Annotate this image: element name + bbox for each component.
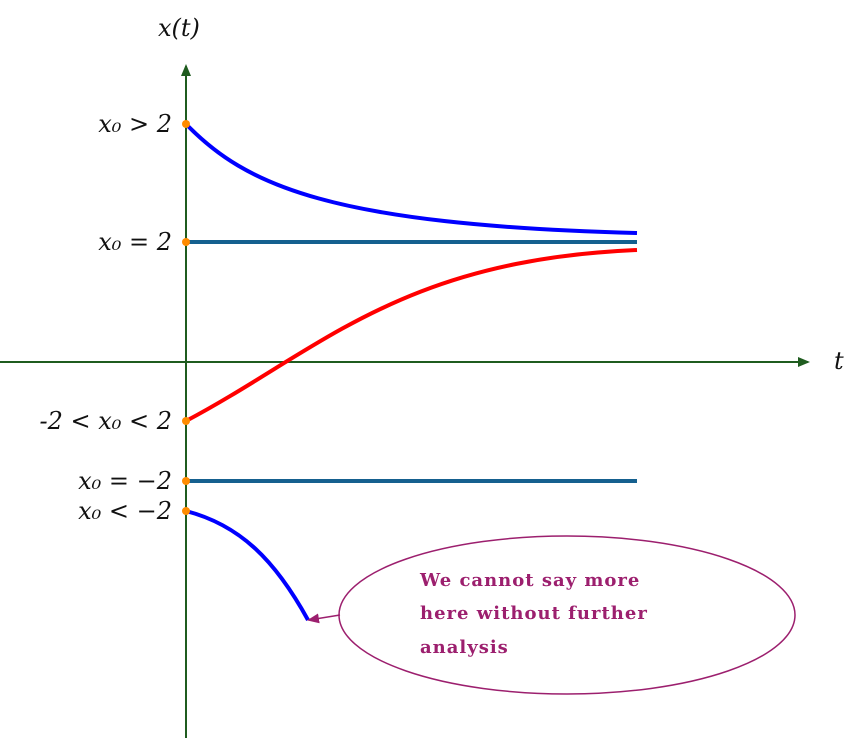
y-axis-label: x(t) [158, 14, 200, 42]
curve-between [185, 248, 638, 423]
ic-label: -2 < x₀ < 2 [39, 407, 172, 435]
annotation-line: analysis [420, 637, 509, 658]
initial-point [182, 507, 190, 515]
ic-label: x₀ > 2 [98, 110, 172, 138]
initial-point [182, 417, 190, 425]
annotation-arrow [307, 613, 341, 624]
curve-below-minus-2 [185, 509, 310, 621]
x-axis-label: t [834, 347, 844, 375]
initial-point [182, 120, 190, 128]
curve-above-2 [184, 122, 638, 235]
annotation-line: here without further [420, 603, 648, 624]
ic-label: x₀ < −2 [78, 497, 172, 525]
annotation-line: We cannot say more [419, 570, 640, 591]
ic-label: x₀ = 2 [98, 228, 172, 256]
initial-point [182, 238, 190, 246]
ic-label: x₀ = −2 [78, 467, 172, 495]
initial-point [182, 477, 190, 485]
